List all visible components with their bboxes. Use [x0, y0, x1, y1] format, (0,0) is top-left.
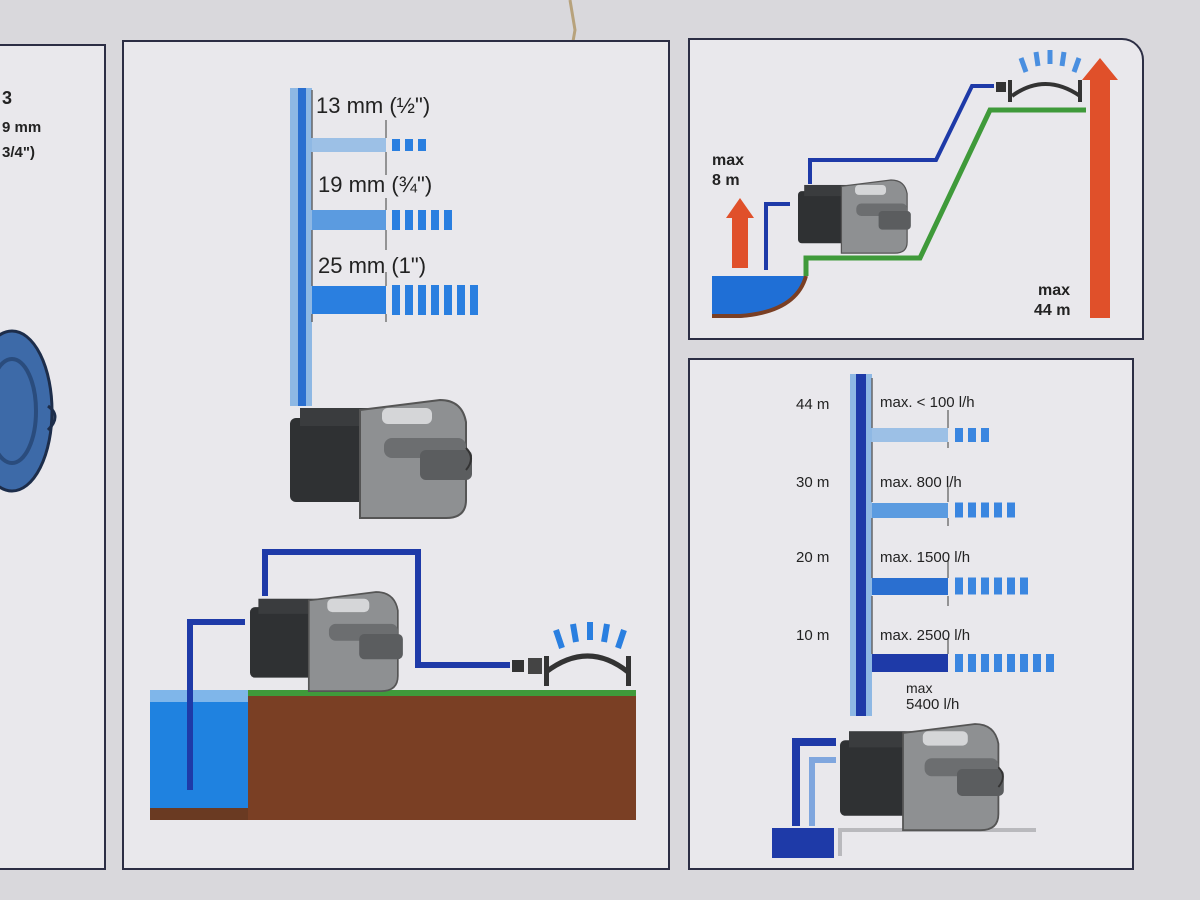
- flow-30m-label: max. 800 l/h: [880, 474, 962, 491]
- height-30m-label: 30 m: [796, 474, 830, 491]
- base-flow-label-max: max: [906, 680, 933, 696]
- flow-segments-jet-segment: [981, 654, 989, 672]
- hose-segments-jet-segment: [405, 139, 413, 151]
- hose-segments-jet-segment: [444, 285, 452, 315]
- left-partial-panel: 3 9 mm 3/4"): [0, 44, 106, 870]
- sump-suction-pipe: [792, 738, 836, 826]
- pump-illustration-top: [798, 179, 911, 254]
- hose-segments-jet-segment: [444, 210, 452, 230]
- hose-segments-jet-segment: [418, 285, 426, 315]
- delivery-head-label-value: 44 m: [1034, 302, 1071, 319]
- ground-slope-line: [803, 107, 1086, 276]
- delivery-pipe: [262, 549, 510, 668]
- flow-segments-jet-segment: [955, 577, 963, 595]
- flow-segments-jet-segment: [955, 654, 963, 672]
- hose-segments-jet-segment: [392, 210, 400, 230]
- flow-segments-jet-segment: [1046, 654, 1054, 672]
- sump-water: [772, 828, 834, 858]
- hose-segments-jet-segment: [470, 285, 478, 315]
- flow-segments-jet-segment: [968, 502, 976, 518]
- partial-hose-size: 9 mm: [2, 119, 42, 136]
- suction-pipe-small: [764, 202, 790, 270]
- water-tank: [150, 690, 248, 808]
- flow-segments-jet-segment: [981, 428, 989, 442]
- hose-size-13mm-label: 13 mm (½"): [316, 93, 431, 118]
- hose-segments-jet-segment: [392, 139, 400, 151]
- hose-size-19mm-label: 19 mm (¾"): [318, 172, 433, 197]
- flow-segments-jet-segment: [1007, 502, 1015, 518]
- partial-hose-inch: 3/4"): [2, 144, 35, 161]
- pump-illustration-middle: [290, 398, 472, 519]
- hose-segments-jet-segment: [405, 210, 413, 230]
- flow-segments-jet-segment: [1007, 654, 1015, 672]
- flow-segments-jet-segment: [981, 502, 989, 518]
- hose-segments-jet-segment: [431, 285, 439, 315]
- flow-segments-jet-segment: [1033, 654, 1041, 672]
- partial-hose-reel-illustration: [0, 329, 57, 493]
- delivery-head-arrow: [1082, 58, 1118, 318]
- flow-44m-label: max. < 100 l/h: [880, 394, 975, 411]
- flow-segments-jet-segment: [968, 577, 976, 595]
- hose-segments-jet-segment: [405, 285, 413, 315]
- soil-ground: [248, 692, 636, 820]
- hose-segments-jet-segment: [418, 139, 426, 151]
- floor-line: [838, 828, 1036, 856]
- flow-segments-jet-segment: [1020, 654, 1028, 672]
- flow-20m-label: max. 1500 l/h: [880, 549, 971, 566]
- height-20m-label: 20 m: [796, 549, 830, 566]
- suction-pipe: [187, 619, 245, 790]
- pump-illustration-lower: [250, 591, 403, 692]
- sprinkler-top: [996, 50, 1082, 102]
- partial-model-text: 3: [2, 88, 13, 108]
- height-44m-label: 44 m: [796, 396, 830, 413]
- flow-segments-jet-segment: [1007, 577, 1015, 595]
- flow-segments-jet-segment: [994, 654, 1002, 672]
- hose-segments-jet-segment: [457, 285, 465, 315]
- grass-line: [248, 690, 636, 696]
- branch-44m: [872, 428, 948, 442]
- flow-segments-jet-segment: [968, 654, 976, 672]
- hose-segments-jet-segment: [431, 210, 439, 230]
- flow-segments-jet-segment: [968, 428, 976, 442]
- sprinkler-lower: [512, 622, 631, 686]
- suction-lift-arrow: [726, 198, 754, 268]
- hose-size-25mm-label: 25 mm (1"): [318, 253, 427, 278]
- branch-20m: [872, 578, 948, 595]
- water-basin: [712, 276, 806, 318]
- branch-10m: [872, 654, 948, 672]
- delivery-head-label-max: max: [1038, 282, 1071, 299]
- hose-segments-jet-segment: [392, 285, 400, 315]
- hose-segments-jet-segment: [418, 210, 426, 230]
- delivery-pipe-small: [808, 84, 994, 184]
- flow-segments-jet-segment: [955, 502, 963, 518]
- flow-segments-jet-segment: [994, 577, 1002, 595]
- pump-illustration-bottom: [840, 723, 1004, 832]
- flow-segments-jet-segment: [1020, 577, 1028, 595]
- suction-lift-label-max: max: [712, 152, 745, 169]
- suction-lift-label-value: 8 m: [712, 172, 740, 189]
- branch-30m: [872, 503, 948, 518]
- flow-10m-label: max. 2500 l/h: [880, 627, 971, 644]
- flow-segments-jet-segment: [955, 428, 963, 442]
- flow-segments-jet-segment: [994, 502, 1002, 518]
- branch-13mm: [312, 138, 386, 152]
- branch-19mm: [312, 210, 386, 230]
- base-flow-label-value: 5400 l/h: [906, 696, 960, 713]
- height-10m-label: 10 m: [796, 627, 830, 644]
- branch-25mm: [312, 286, 386, 314]
- flow-segments-jet-segment: [981, 577, 989, 595]
